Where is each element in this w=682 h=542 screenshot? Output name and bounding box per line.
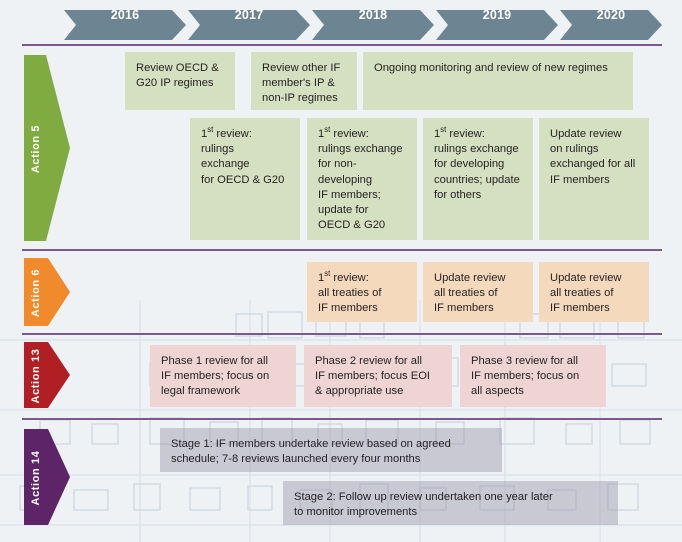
box-update-review-all-treaties-2019: Update review all treaties of IF members xyxy=(423,262,533,322)
year-chevron-2016 xyxy=(64,10,186,40)
box-text-first-review-rulings-oecd-g20-post: review: rulings exchange for OECD & G20 xyxy=(201,128,285,186)
box-phase-3-review: Phase 3 review for all IF members; focus… xyxy=(460,345,606,407)
box-text-first-review-rulings-developing-pre: 1 xyxy=(434,128,441,140)
year-chevron-2017 xyxy=(188,10,310,40)
divider-action6-13 xyxy=(22,333,662,335)
action-tag-action-13: Action 13 xyxy=(24,342,70,408)
box-first-review-all-treaties: 1st review: all treaties of IF members xyxy=(307,262,417,322)
action-tag-label-action-6: Action 6 xyxy=(30,268,42,318)
box-review-oecd-g20-ip-regimes: Review OECD & G20 IP regimes xyxy=(125,52,235,110)
box-text-first-review-all-treaties-pre: 1 xyxy=(318,272,325,284)
year-chevron-2020 xyxy=(560,10,662,40)
action-tag-action-5: Action 5 xyxy=(24,55,70,241)
box-update-review-all-treaties-2020: Update review all treaties of IF members xyxy=(539,262,649,322)
ordinal-suffix: st xyxy=(324,125,331,134)
box-stage-2-follow-up: Stage 2: Follow up review undertaken one… xyxy=(283,481,618,525)
ordinal-suffix: st xyxy=(207,125,214,134)
year-chevron-band xyxy=(64,10,662,40)
box-text-first-review-rulings-oecd-g20-pre: 1 xyxy=(201,128,208,140)
action-tag-action-6: Action 6 xyxy=(24,258,70,326)
action-tag-label-action-13: Action 13 xyxy=(30,348,42,404)
year-chevron-2019 xyxy=(436,10,558,40)
box-text-first-review-all-treaties-post: review: all treaties of IF members xyxy=(318,272,382,315)
box-update-review-rulings-all-if: Update review on rulings exchanged for a… xyxy=(539,118,649,240)
box-first-review-rulings-non-developing: 1st review: rulings exchange for non- de… xyxy=(307,118,417,240)
box-phase-2-review: Phase 2 review for all IF members; focus… xyxy=(304,345,452,407)
box-phase-1-review: Phase 1 review for all IF members; focus… xyxy=(150,345,296,407)
divider-action13-14 xyxy=(22,418,662,420)
box-first-review-rulings-developing: 1st review: rulings exchange for develop… xyxy=(423,118,533,240)
action-tag-action-14: Action 14 xyxy=(24,429,70,525)
box-text-first-review-rulings-developing-post: review: rulings exchange for developing … xyxy=(434,128,520,201)
action-tag-label-action-5: Action 5 xyxy=(30,124,42,174)
box-text-first-review-rulings-non-developing-pre: 1 xyxy=(318,128,325,140)
action-tag-label-action-14: Action 14 xyxy=(30,450,42,506)
box-review-other-if-member-regimes: Review other IF member's IP & non-IP reg… xyxy=(251,52,357,110)
ordinal-suffix: st xyxy=(440,125,447,134)
year-chevron-2018 xyxy=(312,10,434,40)
box-text-first-review-rulings-non-developing-post: review: rulings exchange for non- develo… xyxy=(318,128,403,232)
ordinal-suffix: st xyxy=(324,269,331,278)
divider-action5-6 xyxy=(22,249,662,251)
box-stage-1-review: Stage 1: IF members undertake review bas… xyxy=(160,428,502,472)
box-ongoing-monitoring-new-regimes: Ongoing monitoring and review of new reg… xyxy=(363,52,633,110)
box-first-review-rulings-oecd-g20: 1st review: rulings exchange for OECD & … xyxy=(190,118,300,240)
divider-top xyxy=(22,44,662,46)
